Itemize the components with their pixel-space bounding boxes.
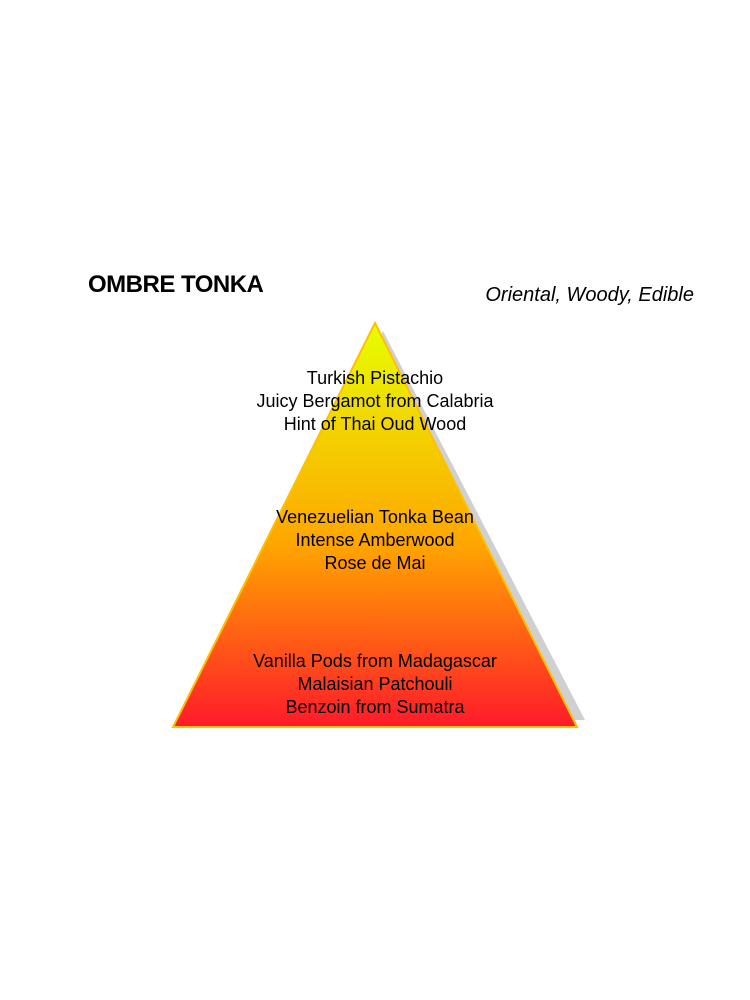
heart-note: Rose de Mai bbox=[324, 553, 426, 573]
fragrance-family-subtitle: Oriental, Woody, Edible bbox=[485, 284, 694, 306]
base-note: Vanilla Pods from Madagascar bbox=[253, 651, 497, 671]
top-note: Hint of Thai Oud Wood bbox=[283, 414, 467, 434]
heart-note: Venezuelian Tonka Bean bbox=[276, 507, 474, 527]
top-note: Turkish Pistachio bbox=[306, 368, 444, 388]
heart-note: Intense Amberwood bbox=[295, 530, 455, 550]
page-title: OMBRE TONKA bbox=[88, 271, 264, 298]
heart-notes: Venezuelian Tonka Bean Intense Amberwood… bbox=[175, 506, 575, 575]
base-note: Benzoin from Sumatra bbox=[285, 697, 465, 717]
base-note: Malaisian Patchouli bbox=[297, 674, 453, 694]
base-notes: Vanilla Pods from Madagascar Malaisian P… bbox=[175, 650, 575, 719]
top-note: Juicy Bergamot from Calabria bbox=[256, 391, 494, 411]
pyramid-shape bbox=[171, 320, 579, 728]
top-notes: Turkish Pistachio Juicy Bergamot from Ca… bbox=[175, 367, 575, 436]
